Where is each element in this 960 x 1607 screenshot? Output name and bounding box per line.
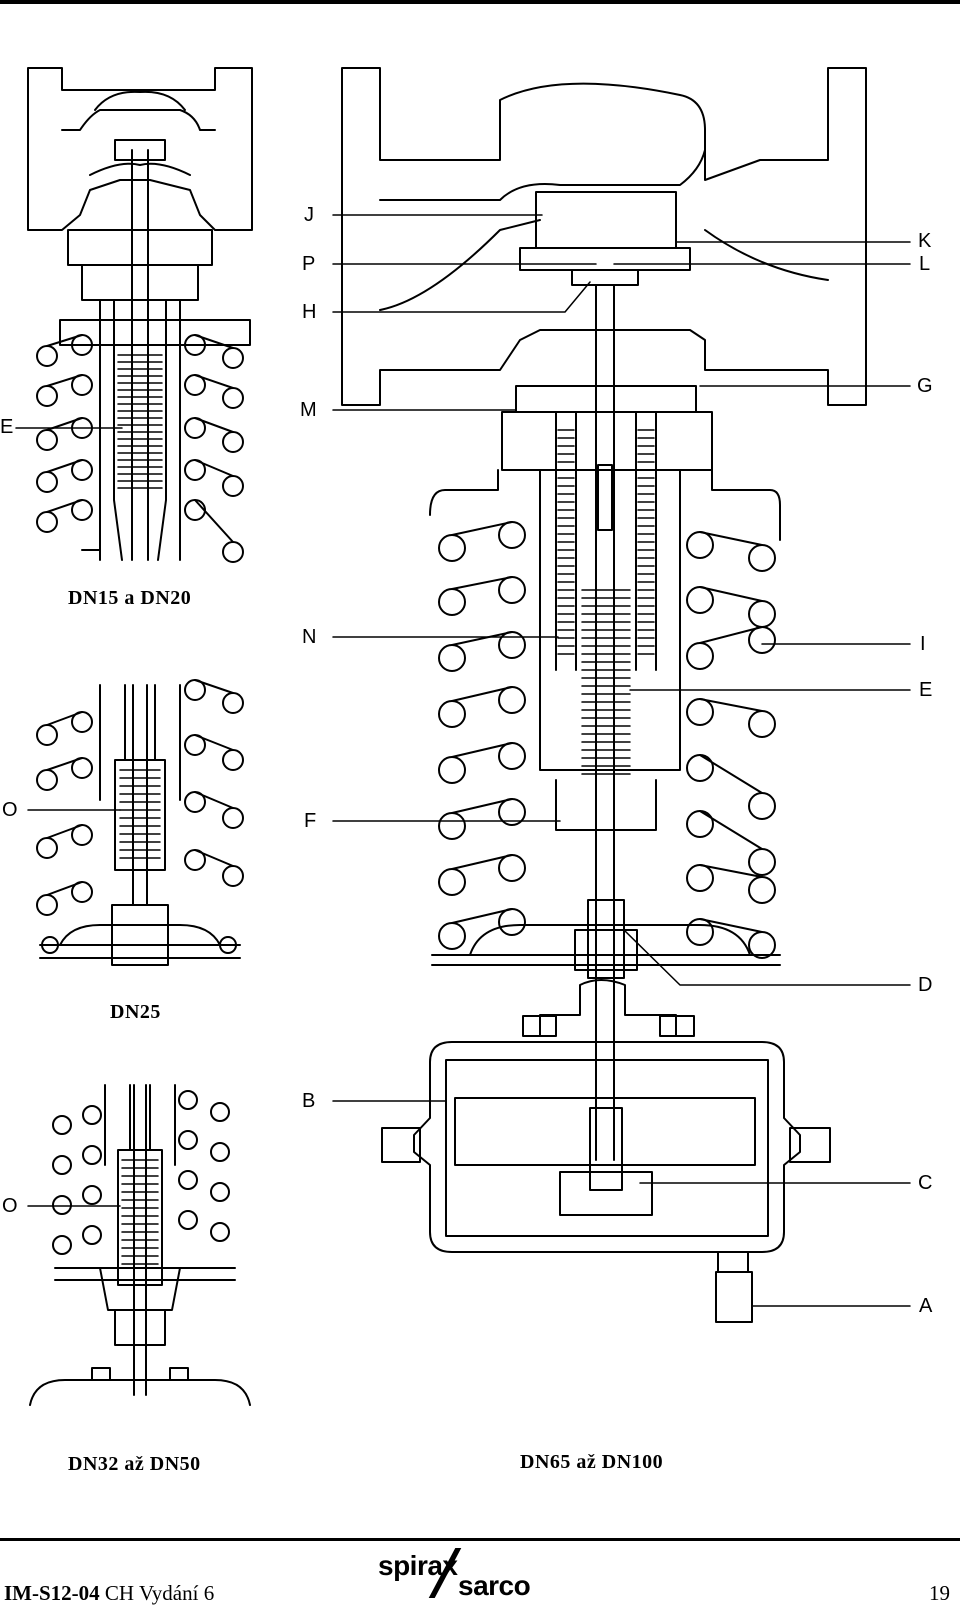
callout-i: I: [920, 633, 926, 655]
callout-n: N: [302, 626, 317, 648]
callout-left-e: E: [0, 416, 14, 438]
top-rule: [0, 0, 960, 4]
caption-dn65-100: DN65 až DN100: [520, 1451, 664, 1473]
dn15-20-section: [27, 67, 253, 563]
callout-a: A: [919, 1295, 933, 1317]
page-number: 19: [929, 1581, 950, 1605]
footer-document-id: IM-S12-04 CH Vydání 6: [4, 1581, 214, 1606]
callout-c: C: [918, 1172, 933, 1194]
dn65-100-section: [341, 67, 867, 1323]
callout-d: D: [918, 974, 933, 996]
dn32-50-section: [29, 1084, 251, 1406]
callout-k: K: [918, 230, 932, 252]
spirax-sarco-logo: spirax sarco: [372, 1548, 542, 1604]
caption-dn15-20: DN15 a DN20: [68, 587, 192, 609]
callout-leaders: [15, 214, 911, 1307]
caption-dn32-50: DN32 až DN50: [68, 1453, 201, 1475]
callout-j: J: [304, 204, 314, 226]
callout-right-e: E: [919, 679, 933, 701]
logo-word-2: sarco: [458, 1570, 531, 1601]
caption-dn25: DN25: [110, 1001, 161, 1023]
callout-f: F: [304, 810, 317, 832]
doc-code: IM-S12-04: [4, 1581, 100, 1605]
callout-left-o2: O: [2, 1195, 18, 1217]
callout-l: L: [919, 253, 931, 275]
dn25-section: [36, 679, 244, 966]
callout-g: G: [917, 375, 933, 397]
callout-left-o1: O: [2, 799, 18, 821]
callout-m: M: [300, 399, 317, 421]
doc-edition: CH Vydání 6: [104, 1581, 215, 1605]
callout-b: B: [302, 1090, 316, 1112]
callout-h: H: [302, 301, 317, 323]
footer-rule: [0, 1538, 960, 1541]
callout-p: P: [302, 253, 316, 275]
